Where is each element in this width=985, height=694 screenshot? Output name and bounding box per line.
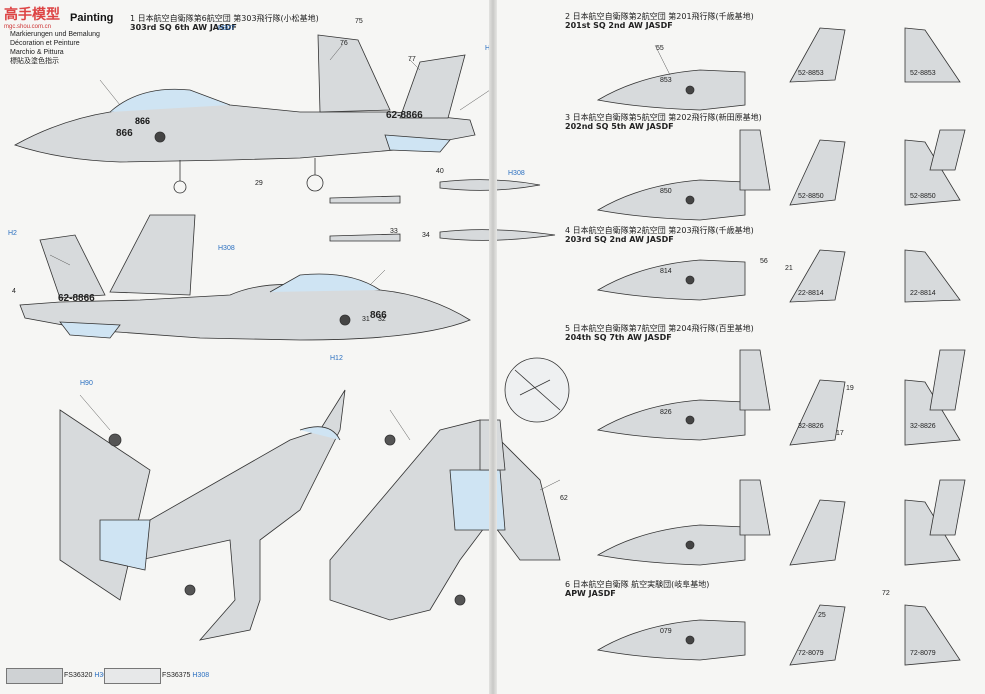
callout-75: 75 [355, 18, 363, 25]
callout-31: 31 [362, 316, 370, 323]
detail-circle [504, 357, 570, 423]
callout-34: 34 [422, 232, 430, 239]
nose-826: 826 [660, 409, 672, 416]
callout-h308-a: H308 [218, 245, 235, 252]
callout-h307-a: H307 [218, 25, 235, 32]
unit-header-5: 5 日本航空自衛隊第7航空団 第204飛行隊(百里基地) 204th SQ 7t… [565, 324, 754, 342]
watermark-url: mgc.shou.com.cn [4, 24, 52, 30]
tail-72-8079-l: 72-8079 [798, 650, 824, 657]
tail-22-8814-l: 22-8814 [798, 290, 824, 297]
tail-32-8826-r: 32-8826 [910, 423, 936, 430]
tail-number-main: 62-8866 [386, 110, 423, 121]
callout-33: 33 [390, 228, 398, 235]
callout-17: 17 [836, 430, 844, 437]
nose-079: 079 [660, 628, 672, 635]
legend-swatch-1 [6, 668, 63, 684]
nose-814: 814 [660, 268, 672, 275]
callout-h308-tank: H308 [508, 170, 525, 177]
page-title: Painting [70, 12, 114, 24]
lang-fr: Décoration et Peinture [10, 40, 80, 47]
lang-it: Marchio & Pittura [10, 49, 64, 56]
callout-76: 76 [340, 40, 348, 47]
callout-h2-b: H2 [8, 230, 17, 237]
nose-853: 853 [660, 77, 672, 84]
callout-h90: H90 [80, 380, 93, 387]
lang-de: Markierungen und Bemalung [10, 31, 100, 38]
main-side-view-left [19, 214, 471, 341]
unit-header-2: 2 日本航空自衛隊第2航空団 第201飛行隊(千歳基地) 201st SQ 2n… [565, 12, 754, 30]
callout-19: 19 [846, 385, 854, 392]
legend-label-1: FS36320 H307 [64, 672, 112, 679]
nose-850: 850 [660, 188, 672, 195]
tail-52-8853-l: 52-8853 [798, 70, 824, 77]
language-list: Markierungen und Bemalung Décoration et … [10, 30, 100, 66]
callout-77: 77 [408, 56, 416, 63]
nose-views [596, 69, 746, 661]
unit-header-3: 3 日本航空自衛隊第5航空団 第202飛行隊(新田原基地) 202nd SQ 5… [565, 113, 762, 131]
legend-swatch-2 [104, 668, 161, 684]
callout-h12: H12 [330, 355, 343, 362]
unit-header-1: 1 日本航空自衛隊第6航空団 第303飛行隊(小松基地) 303rd SQ 6t… [130, 14, 319, 32]
callout-72: 72 [882, 590, 890, 597]
callout-56: 56 [760, 258, 768, 265]
callout-21: 21 [785, 265, 793, 272]
leader-lines [49, 43, 671, 491]
callout-32: 32 [378, 316, 386, 323]
callout-29: 29 [255, 180, 263, 187]
callout-55: 55 [656, 45, 664, 52]
main-side-view-right [14, 34, 476, 194]
lang-zh: 標貼及塗色指示 [10, 58, 59, 65]
tail-views [739, 27, 966, 666]
tail-number-left: 62-8866 [58, 293, 95, 304]
callout-62: 62 [560, 495, 568, 502]
callout-40: 40 [436, 168, 444, 175]
watermark: 高手模型 mgc.shou.com.cn [4, 4, 60, 30]
page-fold [489, 0, 497, 694]
tail-32-8826-l: 32-8826 [798, 423, 824, 430]
unit-header-4: 4 日本航空自衛隊第2航空団 第203飛行隊(千歳基地) 203rd SQ 2n… [565, 226, 754, 244]
side-nose-number: 866 [135, 116, 150, 126]
tail-52-8853-r: 52-8853 [910, 70, 936, 77]
tail-22-8814-r: 22-8814 [910, 290, 936, 297]
watermark-text: 高手模型 [4, 6, 60, 22]
nose-number-left: 866 [370, 310, 387, 321]
bottom-view [329, 419, 561, 621]
unit-header-6: 6 日本航空自衛隊 航空実験団(岐阜基地) APW JASDF [565, 580, 710, 598]
legend-label-2: FS36375 H308 [162, 672, 210, 679]
tail-52-8850-l: 52-8850 [798, 193, 824, 200]
tail-72-8079-r: 72-8079 [910, 650, 936, 657]
tail-52-8850-r: 52-8850 [910, 193, 936, 200]
top-view [59, 389, 346, 641]
nose-number-main: 866 [116, 128, 133, 139]
callout-4: 4 [12, 288, 16, 295]
callout-25: 25 [818, 612, 826, 619]
fuel-tanks [329, 179, 556, 242]
